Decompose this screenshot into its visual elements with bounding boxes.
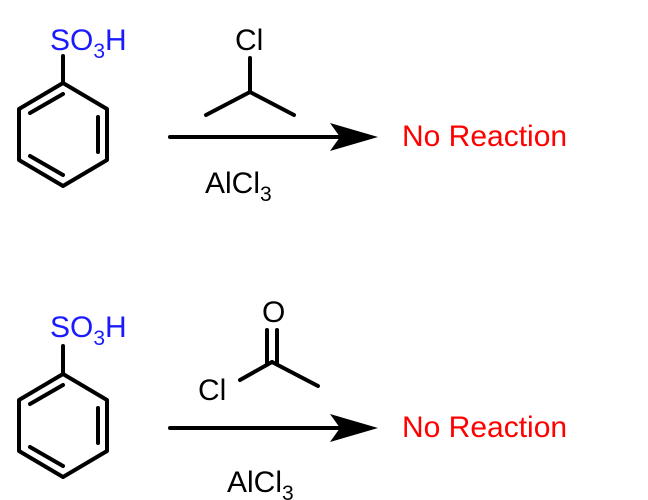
result-label: No Reaction [402, 120, 567, 153]
chlorine-label: Cl [198, 374, 226, 407]
result-label: No Reaction [402, 411, 567, 444]
reaction-1: SO3H Cl AlCl3 No Reaction [17, 24, 567, 206]
sulfonic-acid-label: SO3H [50, 24, 127, 63]
reaction-arrow [168, 414, 378, 442]
isopropyl-chloride: Cl [204, 24, 296, 117]
chlorine-label: Cl [235, 24, 263, 57]
sulfonic-acid-label: SO3H [50, 311, 127, 350]
benzene-ring [17, 54, 109, 188]
benzene-ring [17, 344, 109, 479]
reaction-2: SO3H O Cl AlCl3 No Reaction [17, 296, 567, 500]
catalyst-label: AlCl3 [205, 167, 272, 206]
acetyl-chloride: O Cl [198, 296, 320, 407]
catalyst-label: AlCl3 [227, 466, 294, 500]
oxygen-label: O [262, 296, 285, 329]
reaction-arrow [168, 123, 378, 151]
